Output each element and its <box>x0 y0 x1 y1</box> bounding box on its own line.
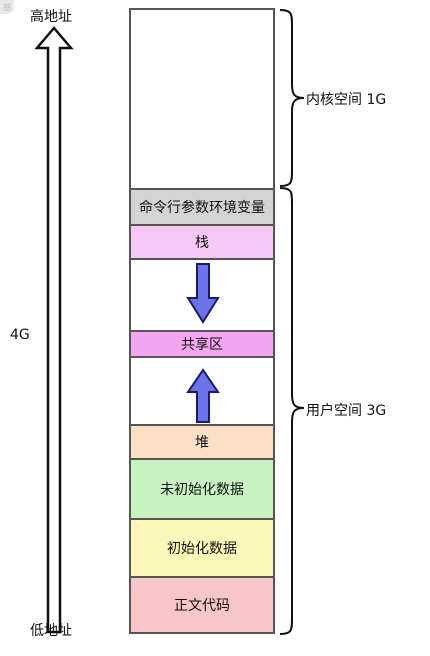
corner-watermark: 感 <box>0 0 14 14</box>
kernel-space-label: 内核空间 1G <box>306 92 387 108</box>
stack-growth-down-arrow <box>186 263 220 324</box>
stack-segment: 栈 <box>129 224 275 260</box>
user-space-label: 用户空间 3G <box>306 403 387 419</box>
uninitialized-data-segment: 未初始化数据 <box>129 458 275 520</box>
heap-segment: 堆 <box>129 424 275 460</box>
high-address-label: 高地址 <box>30 9 72 25</box>
initialized-data-segment: 初始化数据 <box>129 518 275 578</box>
user-space-brace <box>279 187 305 635</box>
kernel-space-segment <box>129 8 275 190</box>
heap-growth-up-arrow <box>186 368 220 423</box>
kernel-space-brace <box>279 9 305 187</box>
address-axis-arrow <box>34 26 74 634</box>
total-size-label: 4G <box>10 325 30 345</box>
args-env-segment: 命令行参数环境变量 <box>129 188 275 226</box>
shared-memory-segment: 共享区 <box>129 330 275 358</box>
low-address-label: 低地址 <box>30 623 72 639</box>
text-code-segment: 正文代码 <box>129 576 275 634</box>
